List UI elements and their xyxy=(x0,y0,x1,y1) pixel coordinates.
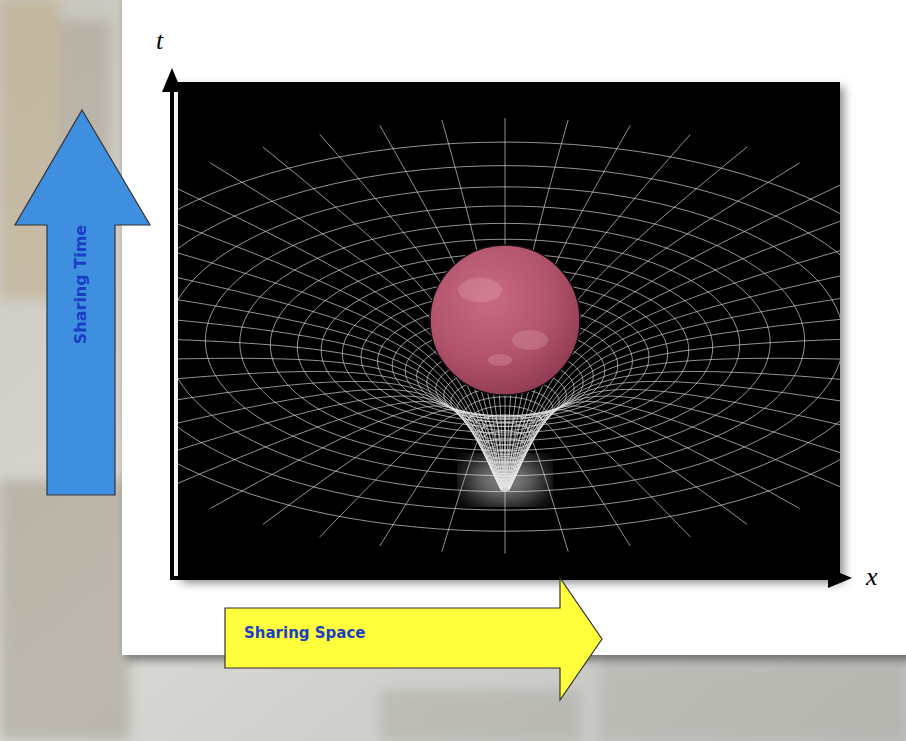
axes xyxy=(170,88,838,580)
spacetime-grid xyxy=(178,118,840,554)
sphere-texture xyxy=(458,278,548,366)
arrow-label: Sharing Space xyxy=(244,624,366,642)
x-axis-arrowhead xyxy=(828,568,852,588)
space-image xyxy=(178,82,840,578)
space-arrow: Sharing Space xyxy=(224,577,604,702)
white-panel xyxy=(122,0,906,655)
arrow-label: Sharing Time xyxy=(71,224,90,343)
time-arrow: Sharing Time xyxy=(15,108,152,498)
t-axis-arrowhead xyxy=(162,68,182,92)
axis-label: t xyxy=(156,26,163,56)
mass-sphere xyxy=(430,245,580,395)
axis-label: x xyxy=(866,562,878,592)
